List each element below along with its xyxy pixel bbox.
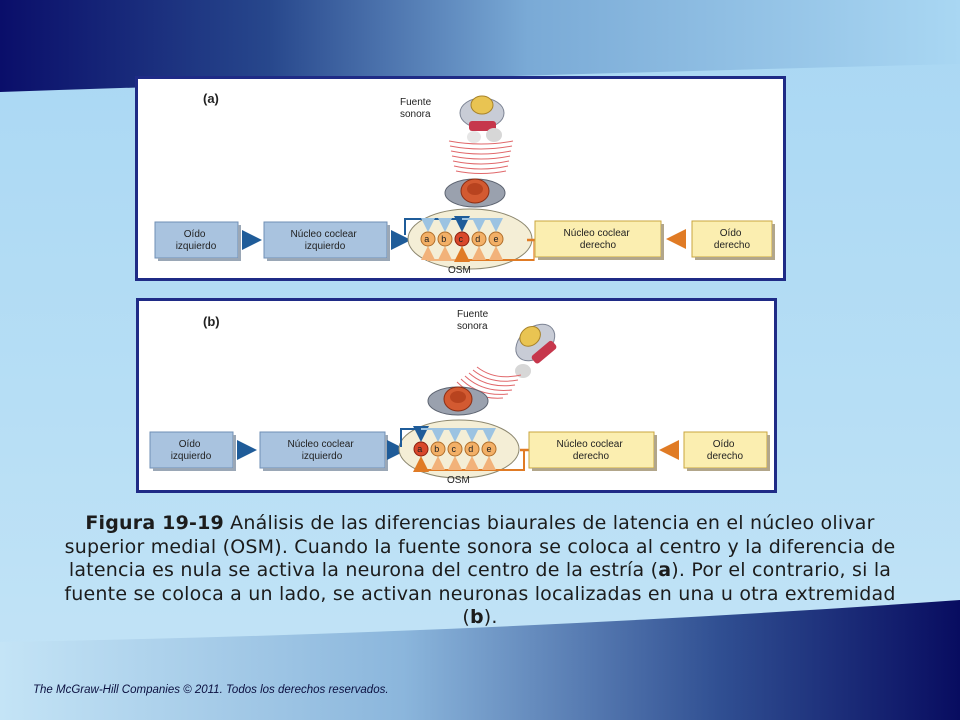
- svg-text:Oído izquierdo: Oído izquierdo: [176, 229, 217, 252]
- neuron-c: [447, 441, 463, 457]
- panel-a: (a) Fuente sonora: [135, 76, 786, 281]
- neuron-b: [430, 441, 446, 457]
- svg-text:a b c: a b c d e: [424, 234, 498, 244]
- left-delay-lines: [404, 216, 503, 235]
- listener-head-illustration: [427, 386, 489, 416]
- svg-text:Núcleo coclear izquier: Núcleo coclear izquierdo: [288, 439, 357, 462]
- left-ear-box: Oído izquierdo: [149, 431, 236, 471]
- sound-waves-illustration: [448, 140, 514, 174]
- svg-text:Núcleo coclear derecho: Núcleo coclear derecho: [564, 228, 633, 251]
- top-gradient-band: [0, 0, 960, 92]
- neuron-b: [437, 231, 453, 247]
- right-delay-lines: [421, 240, 535, 262]
- neuron-d: [464, 441, 480, 457]
- source-shadow: [515, 364, 531, 378]
- svg-text:Núcleo coclear izquier: Núcleo coclear izquierdo: [291, 229, 360, 252]
- neuron-row: a b c d e: [413, 441, 497, 457]
- listener-head-illustration: [444, 178, 506, 208]
- svg-text:Núcleo coclear derecho: Núcleo coclear derecho: [557, 439, 626, 462]
- svg-text:a b c: a b c d e: [417, 444, 491, 454]
- neuron-a: [413, 441, 429, 457]
- neuron-e: [488, 231, 504, 247]
- panel-label: (a): [203, 91, 219, 106]
- svg-text:Oído izquierdo: Oído izquierdo: [171, 439, 212, 462]
- sound-source-person-illustration: [515, 323, 557, 364]
- panel-b: (b) Fuente sonora: [136, 298, 777, 493]
- panel-label: (b): [203, 314, 220, 329]
- left-cochlear-nucleus-box: Núcleo coclear izquierdo: [263, 221, 390, 261]
- right-cochlear-nucleus-box: Núcleo coclear derecho: [534, 220, 664, 260]
- right-delay-lines: [413, 450, 525, 472]
- neuron-d: [471, 231, 487, 247]
- copyright-notice: The McGraw-Hill Companies © 2011. Todos …: [33, 684, 389, 696]
- caption-label: Figura 19-19: [85, 512, 224, 534]
- right-ear-box: Oído derecho: [683, 431, 770, 471]
- osm-label: OSM: [447, 475, 470, 486]
- left-ear-box: Oído izquierdo: [154, 221, 241, 261]
- right-cochlear-nucleus-box: Núcleo coclear derecho: [528, 431, 657, 471]
- caption-ref-b: b: [469, 606, 484, 628]
- bottom-gradient-band: [0, 600, 960, 720]
- svg-text:Oído derecho: Oído derecho: [714, 228, 751, 251]
- svg-text:Oído derecho: Oído derecho: [707, 439, 744, 462]
- figure-caption: Figura 19-19 Análisis de las diferencias…: [60, 512, 900, 630]
- neuron-e: [481, 441, 497, 457]
- caption-text: Análisis de las diferencias biaurales de…: [64, 512, 896, 581]
- neuron-row: a b c d e: [420, 231, 504, 247]
- left-delay-lines: [400, 426, 496, 447]
- caption-ref-a: a: [658, 559, 672, 581]
- source-label: Fuente sonora: [400, 97, 434, 120]
- neuron-c: [454, 231, 470, 247]
- neuron-a: [420, 231, 436, 247]
- source-label: Fuente sonora: [457, 309, 491, 332]
- right-ear-box: Oído derecho: [691, 220, 775, 260]
- caption-text: ).: [483, 606, 498, 628]
- sound-source-person-illustration: [459, 95, 505, 143]
- osm-label: OSM: [448, 265, 471, 276]
- left-cochlear-nucleus-box: Núcleo coclear izquierdo: [259, 431, 388, 471]
- caption-text: ). Por el contrario, si la fuente se col…: [64, 559, 896, 628]
